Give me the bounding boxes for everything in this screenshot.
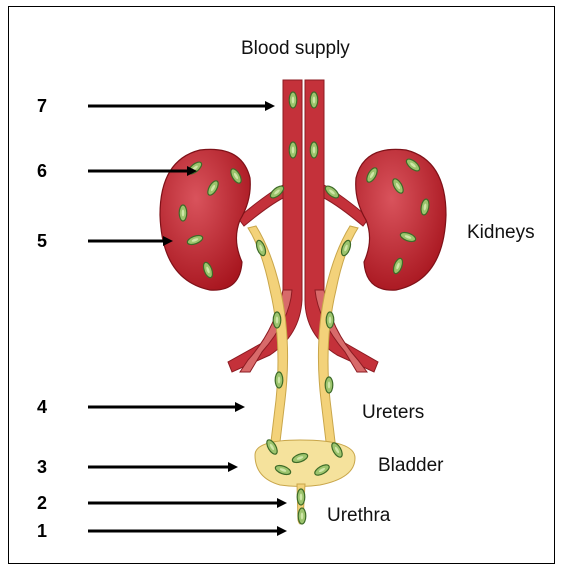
label-bladder: Bladder [378, 455, 444, 477]
label-ureters: Ureters [362, 402, 424, 424]
aorta [228, 80, 302, 372]
marker-3: 3 [37, 457, 47, 478]
marker-2: 2 [37, 493, 47, 514]
marker-6: 6 [37, 161, 47, 182]
marker-5: 5 [37, 231, 47, 252]
pointer-arrows [88, 106, 284, 531]
label-urethra: Urethra [327, 505, 390, 527]
vena-cava [305, 80, 378, 372]
label-kidneys: Kidneys [467, 222, 535, 244]
marker-7: 7 [37, 96, 47, 117]
marker-1: 1 [37, 521, 47, 542]
label-blood-supply: Blood supply [241, 38, 350, 60]
marker-4: 4 [37, 397, 47, 418]
